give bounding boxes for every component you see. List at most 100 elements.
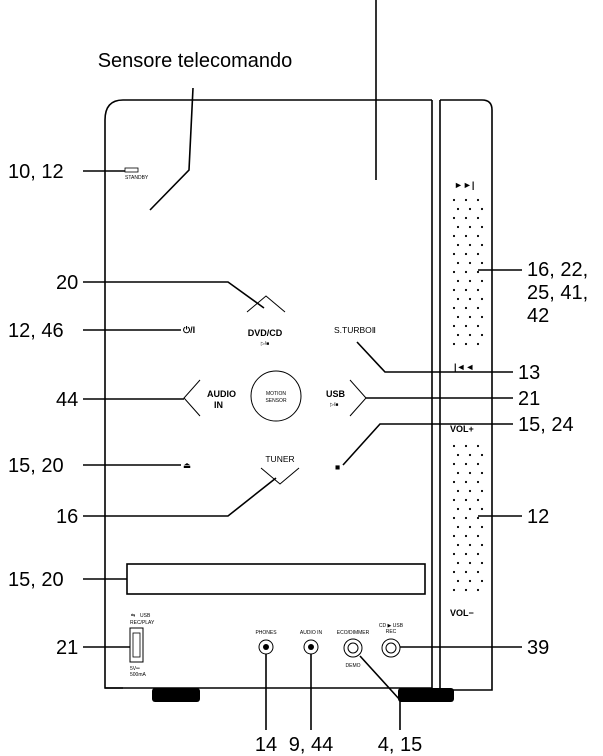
texture-dot (456, 243, 460, 247)
texture-dot (464, 342, 468, 346)
usb-port-icon: ⇆ (131, 613, 135, 619)
texture-dot (476, 306, 480, 310)
volup-button[interactable]: VOL+ (450, 424, 474, 434)
volume-dial-texture (452, 444, 484, 592)
texture-dot (480, 279, 484, 283)
texture-dot (468, 297, 472, 301)
left-foot (152, 688, 200, 702)
callout-cdusb: 39 (527, 637, 549, 659)
callout-eco: 4, 15 (378, 734, 422, 756)
texture-dot (468, 561, 472, 565)
callout-audioin: 9, 44 (289, 734, 333, 756)
callout-volume: 12 (527, 506, 549, 528)
tuner-button-label[interactable]: TUNER (265, 454, 294, 464)
motion-sensor (250, 370, 302, 422)
texture-dot (456, 315, 460, 319)
texture-dot (476, 552, 480, 556)
audioin-jack-hole (308, 644, 314, 650)
texture-dot (480, 471, 484, 475)
cdusb-button-label: CD ▶ USB (379, 623, 404, 629)
texture-dot (476, 516, 480, 520)
right-foot (398, 688, 454, 702)
texture-dot (476, 480, 480, 484)
usb-button-label[interactable]: USB (326, 389, 346, 399)
texture-dot (452, 480, 456, 484)
next-button[interactable]: ►►| (454, 180, 474, 190)
texture-dot (456, 207, 460, 211)
texture-dot (452, 324, 456, 328)
texture-dot (456, 579, 460, 583)
callout-usbport: 21 (56, 637, 78, 659)
audio-button-label[interactable]: AUDIO (207, 389, 236, 399)
texture-dot (464, 216, 468, 220)
callout-stop: 15, 24 (518, 414, 574, 436)
tuner-button-outline[interactable] (260, 467, 300, 485)
usb-port-area: ⇆ USB REC/PLAY 5V═ 500mA (129, 613, 155, 678)
texture-dot (456, 489, 460, 493)
texture-dot (476, 342, 480, 346)
usb-port[interactable] (129, 627, 144, 663)
texture-dot (468, 207, 472, 211)
usb-port-slot (132, 632, 141, 658)
texture-dot (480, 225, 484, 229)
texture-dot (456, 279, 460, 283)
leader-dvdcd (83, 281, 265, 309)
usb-port-power: 5V═ (130, 666, 140, 672)
side-panel-outline (440, 99, 493, 691)
callout-audio: 44 (56, 389, 78, 411)
texture-dot (452, 534, 456, 538)
texture-dot (464, 534, 468, 538)
texture-dot (476, 444, 480, 448)
texture-dot (452, 498, 456, 502)
texture-dot (464, 462, 468, 466)
texture-dot (452, 588, 456, 592)
texture-dot (480, 315, 484, 319)
dvdcd-button-label[interactable]: DVD/CD (248, 328, 283, 338)
diagram-title: Sensore telecomando (98, 50, 293, 72)
texture-dot (480, 525, 484, 529)
texture-dot (452, 288, 456, 292)
callout-standby: 10, 12 (8, 161, 64, 183)
texture-dot (480, 333, 484, 337)
texture-dot (464, 288, 468, 292)
disc-slot[interactable] (126, 563, 426, 595)
texture-dot (464, 270, 468, 274)
callout-usb: 21 (518, 388, 540, 410)
texture-dot (464, 234, 468, 238)
texture-dot (456, 261, 460, 265)
dvdcd-button-outline[interactable] (246, 295, 286, 313)
cdusb-button-inner (385, 642, 397, 654)
texture-dot (476, 534, 480, 538)
eject-button[interactable]: ⏏ (183, 460, 191, 470)
prev-button[interactable]: |◄◄ (454, 362, 474, 372)
standby-label: STANDBY (125, 175, 149, 181)
texture-dot (468, 579, 472, 583)
texture-dot (476, 270, 480, 274)
texture-dot (468, 453, 472, 457)
texture-dot (452, 342, 456, 346)
texture-dot (456, 561, 460, 565)
cdusb-button[interactable] (381, 638, 401, 658)
dvdcd-button-sub: ▷/■ (261, 341, 269, 347)
eco-button[interactable] (343, 638, 363, 658)
body-left-edge (104, 99, 124, 689)
sturbo-button[interactable]: S.TURBOⅡ (334, 325, 376, 335)
voldown-button[interactable]: VOL− (450, 608, 474, 618)
stop-button[interactable]: ■ (335, 462, 340, 472)
texture-dot (452, 198, 456, 202)
texture-dot (456, 471, 460, 475)
texture-dot (476, 216, 480, 220)
audio-button-outline[interactable] (183, 379, 201, 417)
callout-dvdcd: 20 (56, 272, 78, 294)
texture-dot (456, 225, 460, 229)
usb-port-power-2: 500mA (130, 672, 147, 678)
callout-sturbo: 13 (518, 362, 540, 384)
texture-dot (480, 297, 484, 301)
sensor-leader-line (149, 87, 194, 211)
texture-dot (464, 306, 468, 310)
callout-tuner: 16 (56, 506, 78, 528)
power-button[interactable]: ⏻/I (183, 325, 195, 335)
texture-dot (464, 498, 468, 502)
usb-button-outline[interactable] (349, 379, 367, 417)
callout-skip-a: 16, 22, (527, 259, 588, 281)
